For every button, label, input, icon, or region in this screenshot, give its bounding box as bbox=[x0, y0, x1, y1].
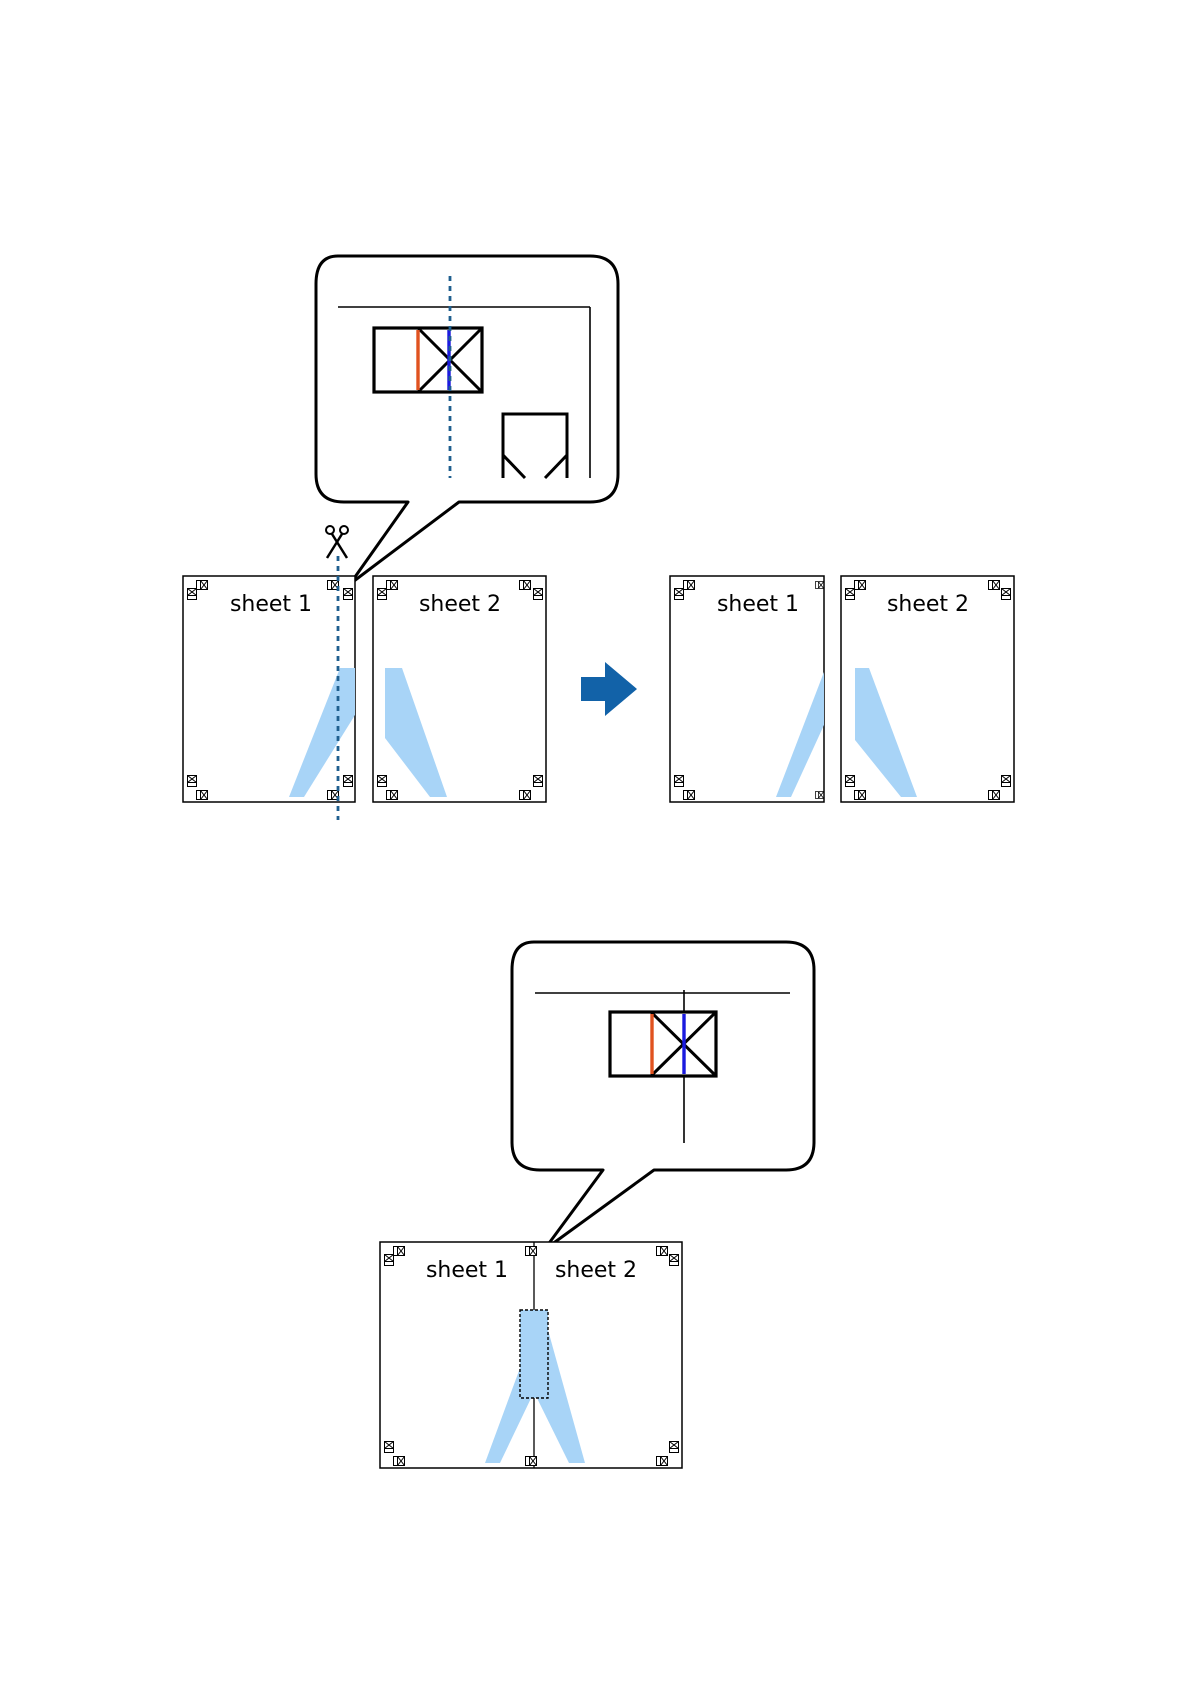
corner-mark-icon bbox=[394, 1457, 405, 1466]
corner-mark-icon bbox=[188, 776, 197, 787]
corner-mark-icon bbox=[684, 581, 695, 590]
sheet2-label: sheet 2 bbox=[555, 1258, 637, 1283]
magnified-callout-bottom bbox=[512, 942, 814, 1250]
corner-mark-icon bbox=[534, 776, 543, 787]
corner-mark-icon bbox=[394, 1247, 405, 1256]
corner-mark-icon bbox=[1002, 589, 1011, 600]
corner-mark-icon bbox=[378, 589, 387, 600]
magnified-callout-top bbox=[316, 256, 618, 584]
corner-mark-icon bbox=[534, 589, 543, 600]
right-arrow-icon bbox=[581, 662, 637, 716]
corner-mark-icon bbox=[989, 581, 1000, 590]
corner-mark-icon bbox=[989, 791, 1000, 800]
scissors-icon bbox=[326, 526, 348, 558]
corner-mark-icon bbox=[675, 776, 684, 787]
corner-mark-icon bbox=[197, 581, 208, 590]
corner-mark-icon bbox=[1002, 776, 1011, 787]
corner-mark-icon bbox=[520, 791, 531, 800]
corner-mark-icon bbox=[526, 1457, 537, 1466]
corner-mark-icon bbox=[387, 581, 398, 590]
sheet1-label: sheet 1 bbox=[426, 1258, 508, 1283]
corner-mark-icon bbox=[385, 1255, 394, 1266]
corner-mark-icon bbox=[378, 776, 387, 787]
corner-mark-icon bbox=[657, 1457, 668, 1466]
step1-result-sheet1: sheet 1 bbox=[670, 576, 824, 802]
corner-mark-icon bbox=[385, 1442, 394, 1453]
sheet1-label: sheet 1 bbox=[717, 592, 799, 617]
corner-mark-icon bbox=[846, 776, 855, 787]
corner-mark-icon bbox=[684, 791, 695, 800]
sheet2-label: sheet 2 bbox=[419, 592, 501, 617]
corner-mark-icon bbox=[815, 792, 823, 799]
corner-mark-icon bbox=[344, 589, 353, 600]
sheet1-label: sheet 1 bbox=[230, 592, 312, 617]
step1-sheet1: sheet 1 bbox=[183, 576, 355, 802]
sheet2-label: sheet 2 bbox=[887, 592, 969, 617]
step1-sheet2: sheet 2 bbox=[373, 576, 546, 802]
corner-mark-icon bbox=[675, 589, 684, 600]
corner-mark-icon bbox=[815, 582, 823, 589]
corner-mark-icon bbox=[526, 1247, 537, 1256]
callout-alignment-mark bbox=[374, 328, 482, 392]
corner-mark-icon bbox=[855, 791, 866, 800]
corner-mark-icon bbox=[657, 1247, 668, 1256]
corner-mark-icon bbox=[846, 589, 855, 600]
corner-mark-icon bbox=[520, 581, 531, 590]
corner-mark-icon bbox=[197, 791, 208, 800]
corner-mark-icon bbox=[670, 1255, 679, 1266]
corner-mark-icon bbox=[387, 791, 398, 800]
corner-mark-icon bbox=[188, 589, 197, 600]
corner-mark-icon bbox=[855, 581, 866, 590]
corner-mark-icon bbox=[344, 776, 353, 787]
glue-area bbox=[520, 1310, 548, 1398]
corner-mark-icon bbox=[670, 1442, 679, 1453]
step1-result-sheet2: sheet 2 bbox=[841, 576, 1014, 802]
callout-alignment-mark bbox=[610, 1012, 716, 1076]
joined-sheets: sheet 1 sheet 2 bbox=[380, 1242, 682, 1468]
